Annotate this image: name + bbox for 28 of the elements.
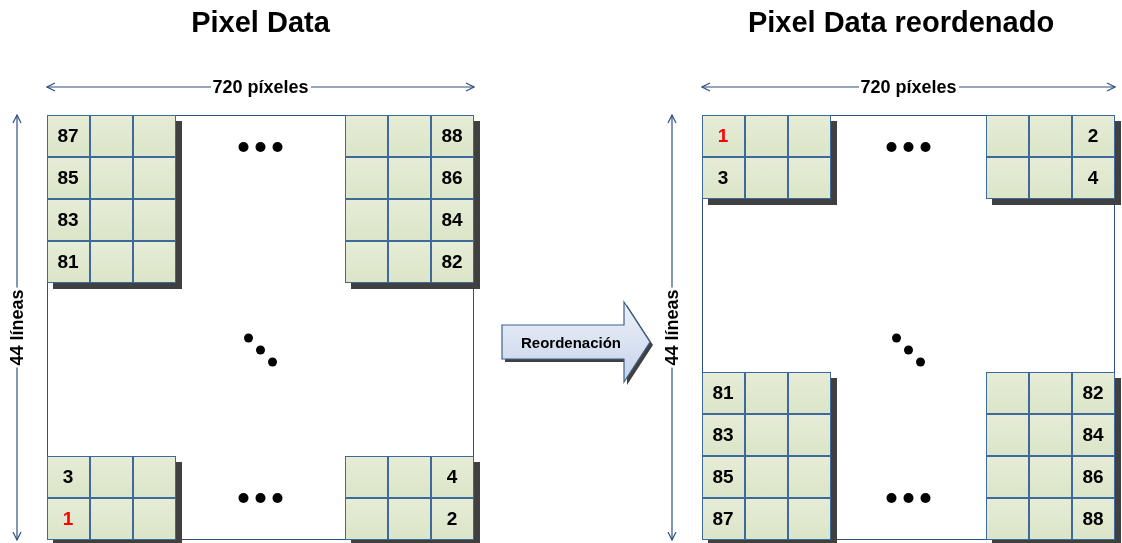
pixel-cell: 85 (701, 455, 745, 498)
pixel-cell: 84 (430, 198, 474, 241)
pixel-cell: 86 (1071, 455, 1115, 498)
pixel-cell: 4 (1071, 156, 1115, 199)
block-arrow (501, 299, 653, 385)
pixel-cell: 83 (701, 413, 745, 456)
panel-title: Pixel Data (190, 6, 331, 39)
pixel-cell: 81 (46, 240, 90, 283)
pixel-cell: 83 (46, 198, 90, 241)
pixel-cell: 2 (430, 497, 474, 540)
pixel-cell: 4 (430, 455, 474, 498)
pixel-cell: 3 (701, 156, 745, 199)
pixel-cell: 85 (46, 156, 90, 199)
panel-title: Pixel Data reordenado (746, 6, 1056, 39)
pixel-cell: 88 (1071, 497, 1115, 540)
pixel-cell: 2 (1071, 114, 1115, 157)
pixel-cell: 87 (701, 497, 745, 540)
pixel-cell: 86 (430, 156, 474, 199)
pixel-cell: 82 (1071, 371, 1115, 414)
pixel-cell: 84 (1071, 413, 1115, 456)
edge-label: Reordenación (521, 333, 622, 351)
pixel-cell: 3 (46, 455, 90, 498)
pixel-cell: 1 (46, 497, 90, 540)
pixel-cell: 1 (701, 114, 745, 157)
pixel-cell: 87 (46, 114, 90, 157)
pixel-cell: 82 (430, 240, 474, 283)
pixel-cell: 88 (430, 114, 474, 157)
pixel-cell: 81 (701, 371, 745, 414)
